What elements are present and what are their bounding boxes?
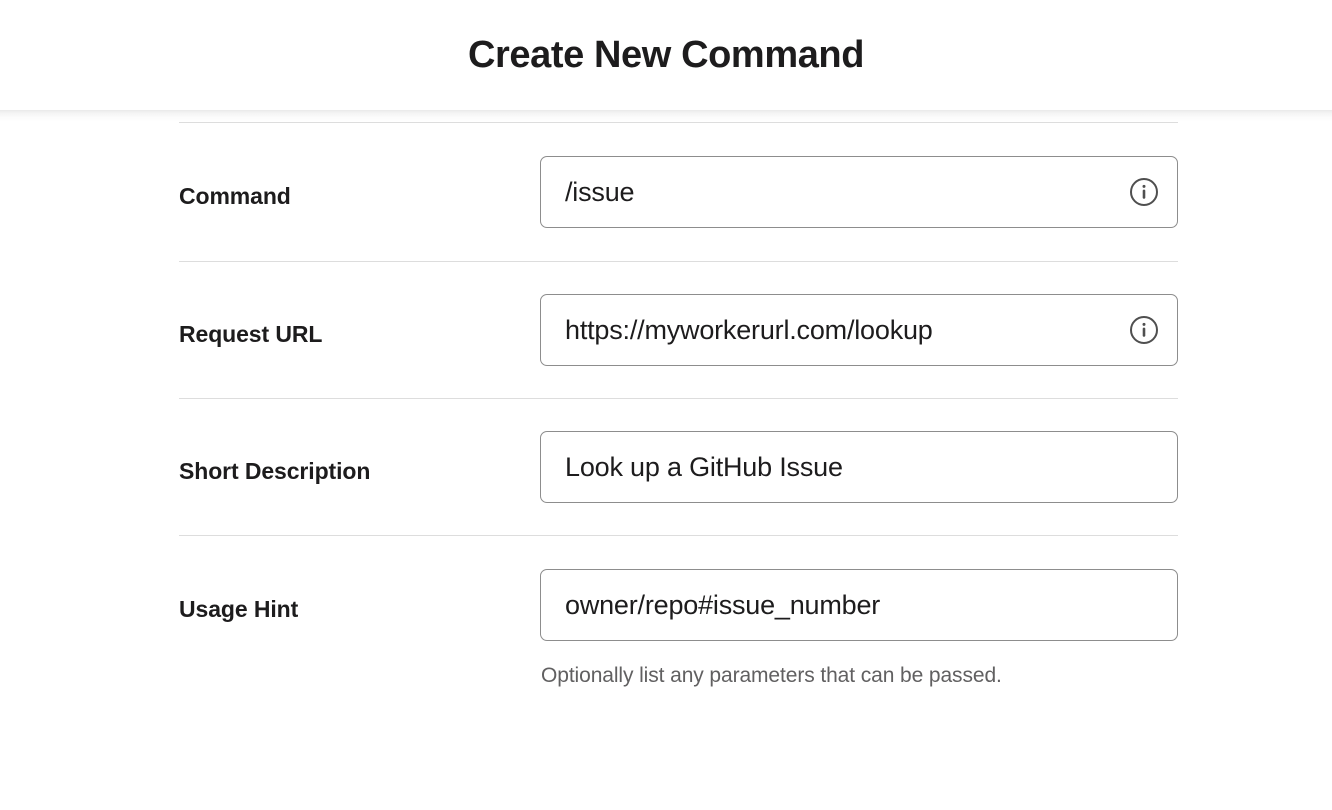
modal-header: Create New Command bbox=[0, 0, 1332, 110]
label-request-url: Request URL bbox=[179, 321, 323, 347]
control-usage-hint: Optionally list any parameters that can … bbox=[540, 569, 1178, 689]
divider-after-request-url bbox=[179, 398, 1178, 399]
control-request-url bbox=[540, 294, 1178, 366]
field-row-short-description: Short Description bbox=[179, 399, 1178, 535]
divider-after-command bbox=[179, 261, 1178, 262]
usage-hint-input-wrapper[interactable] bbox=[540, 569, 1178, 641]
request-url-input[interactable] bbox=[541, 314, 1177, 346]
control-short-description bbox=[540, 431, 1178, 503]
label-short-description: Short Description bbox=[179, 458, 371, 484]
field-row-command: Command bbox=[179, 123, 1178, 261]
short-description-input[interactable] bbox=[541, 451, 1177, 483]
field-row-request-url: Request URL bbox=[179, 262, 1178, 398]
usage-hint-help-text: Optionally list any parameters that can … bbox=[541, 664, 1002, 687]
command-input[interactable] bbox=[541, 176, 1177, 208]
label-command: Command bbox=[179, 183, 291, 209]
divider-top bbox=[179, 122, 1178, 123]
command-input-wrapper[interactable] bbox=[540, 156, 1178, 228]
page-title: Create New Command bbox=[467, 34, 865, 76]
request-url-input-wrapper[interactable] bbox=[540, 294, 1178, 366]
control-command bbox=[540, 156, 1178, 228]
command-form: Command Request URL bbox=[179, 122, 1178, 689]
label-usage-hint: Usage Hint bbox=[179, 596, 299, 622]
usage-hint-input[interactable] bbox=[541, 589, 1177, 621]
short-description-input-wrapper[interactable] bbox=[540, 431, 1178, 503]
header-divider-shadow bbox=[0, 110, 1332, 122]
divider-after-short-description bbox=[179, 535, 1178, 536]
field-row-usage-hint: Usage Hint Optionally list any parameter… bbox=[179, 536, 1178, 689]
info-circle-icon[interactable] bbox=[1129, 177, 1159, 207]
info-circle-icon[interactable] bbox=[1129, 315, 1159, 345]
